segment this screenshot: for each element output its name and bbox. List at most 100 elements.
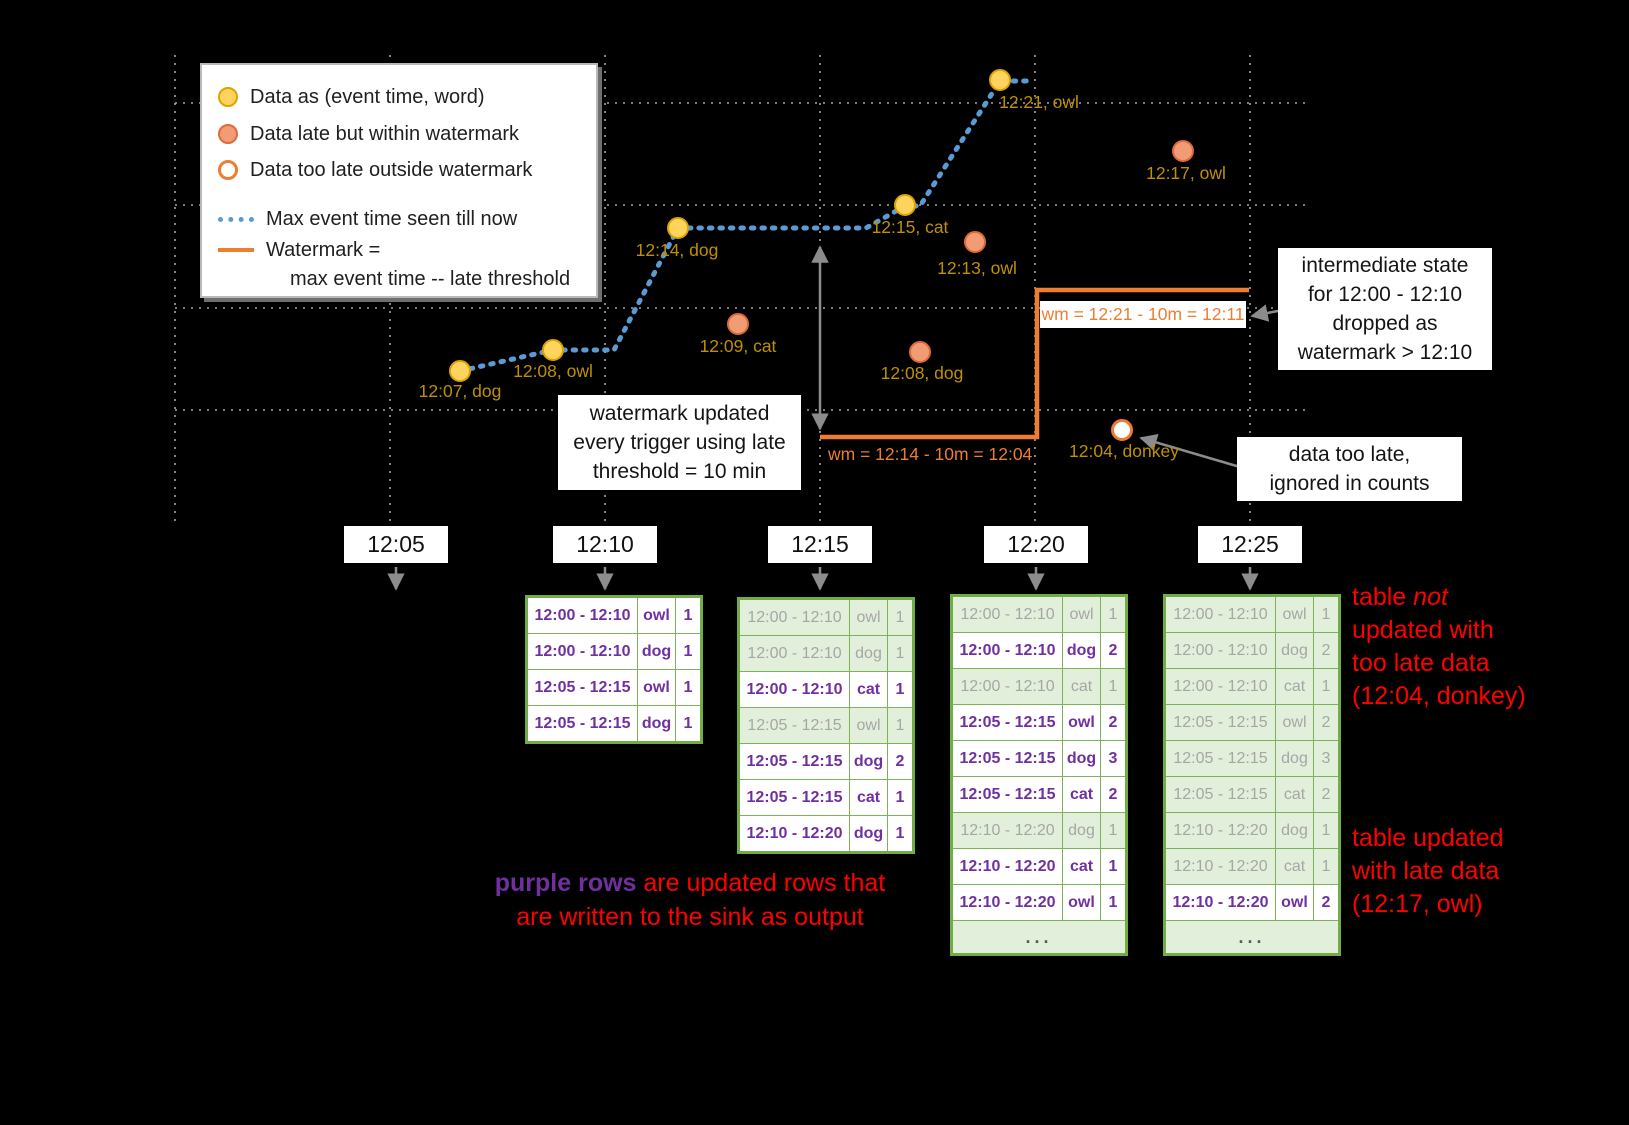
max-event-time-line-icon [218, 216, 254, 222]
cell-word: owl [850, 708, 888, 743]
result-table-more-row: ... [1166, 920, 1338, 953]
callout-line: ignored in counts [1269, 472, 1430, 495]
legend-item-max-event-time: Max event time seen till now [218, 206, 517, 232]
watermark-line-icon [218, 248, 254, 252]
cell-word: dog [1276, 813, 1314, 848]
callout-line: every trigger using late [573, 431, 786, 454]
cell-window: 12:00 - 12:10 [740, 636, 850, 671]
cell-window: 12:00 - 12:10 [1166, 597, 1276, 632]
legend-label: Data late but within watermark [250, 122, 520, 145]
cell-count: 1 [895, 716, 905, 734]
cell-window: 12:00 - 12:10 [953, 597, 1063, 632]
cell-window: 12:05 - 12:15 [740, 744, 850, 779]
dropped-state-callout: intermediate state for 12:00 - 12:10 dro… [1278, 248, 1492, 370]
legend-item-late: Data late but within watermark [218, 121, 519, 147]
time-axis-label-12-05: 12:05 [344, 526, 448, 563]
cell-count: 1 [683, 678, 693, 696]
result-table-more-row: ... [953, 920, 1125, 953]
cell-word: cat [1063, 669, 1101, 704]
cell-count: 2 [1321, 713, 1331, 731]
data-point-label: 12:21, owl [999, 92, 1079, 112]
data-point-late [1172, 140, 1194, 162]
cell-window: 12:10 - 12:20 [953, 849, 1063, 884]
cell-count: 2 [1321, 641, 1331, 659]
data-point-label: 12:04, donkey [1069, 441, 1179, 461]
data-point-ontime [667, 217, 689, 239]
cell-count: 1 [895, 788, 905, 806]
cell-window: 12:10 - 12:20 [1166, 849, 1276, 884]
note-line: updated with [1352, 616, 1494, 644]
cell-count: 1 [895, 824, 905, 842]
data-point-toolate [1111, 419, 1133, 441]
cell-count: 3 [1108, 749, 1118, 767]
cell-count: 1 [1108, 605, 1118, 623]
time-axis-label-12-25: 12:25 [1198, 526, 1302, 563]
cell-word: cat [850, 780, 888, 815]
cell-word: owl [1063, 597, 1101, 632]
watermark-value-label-1204: wm = 12:14 - 10m = 12:04 [828, 444, 1033, 464]
data-point-label: 12:14, dog [635, 240, 719, 260]
data-point-label: 12:17, owl [1146, 163, 1226, 183]
cell-word: cat [1276, 777, 1314, 812]
cell-window: 12:05 - 12:15 [953, 705, 1063, 740]
legend-item-watermark: Watermark = [218, 237, 380, 263]
time-axis-label-12-10: 12:10 [553, 526, 657, 563]
callout-line: threshold = 10 min [592, 460, 767, 483]
legend-label: Data too late outside watermark [250, 158, 533, 181]
cell-word: dog [1063, 741, 1101, 776]
cell-count: 1 [895, 608, 905, 626]
cell-window: 12:10 - 12:20 [1166, 885, 1276, 920]
cell-word: owl [638, 598, 676, 633]
cell-window: 12:05 - 12:15 [1166, 705, 1276, 740]
table-updated-late-note: table updated with late data (12:17, owl… [1352, 822, 1504, 921]
cell-window: 12:10 - 12:20 [953, 885, 1063, 920]
cell-word: cat [1063, 849, 1101, 884]
cell-count: 1 [1108, 677, 1118, 695]
cell-word: cat [850, 672, 888, 707]
cell-window: 12:05 - 12:15 [1166, 741, 1276, 776]
cell-word: owl [1063, 705, 1101, 740]
data-point-ontime [989, 69, 1011, 91]
cell-count: 1 [1321, 821, 1331, 839]
cell-count: 3 [1321, 749, 1331, 767]
purple-rows-highlight: purple rows [494, 869, 637, 897]
note-line: with late data [1352, 857, 1500, 885]
cell-count: 2 [1321, 785, 1331, 803]
cell-word: cat [1276, 669, 1314, 704]
data-point-ontime [894, 194, 916, 216]
legend-label: Watermark = [266, 238, 381, 261]
cell-word: owl [1276, 885, 1314, 920]
legend-item-watermark-formula: max event time -- late threshold [290, 266, 570, 292]
data-point-ontime [449, 360, 471, 382]
note-line: table not [1352, 583, 1448, 611]
callout-line: intermediate state [1301, 254, 1469, 277]
dropped-state-callout-arrow [1250, 304, 1284, 322]
cell-window: 12:05 - 12:15 [740, 780, 850, 815]
cell-window: 12:00 - 12:10 [953, 633, 1063, 668]
cell-count: 1 [895, 680, 905, 698]
too-late-point-icon [218, 160, 238, 180]
cell-word: dog [1276, 741, 1314, 776]
time-axis-label-12-15: 12:15 [768, 526, 872, 563]
cell-count: 1 [683, 642, 693, 660]
cell-window: 12:05 - 12:15 [528, 706, 638, 741]
time-axis-label-12-20: 12:20 [984, 526, 1088, 563]
cell-window: 12:00 - 12:10 [953, 669, 1063, 704]
cell-count: 1 [1321, 857, 1331, 875]
cell-word: dog [638, 634, 676, 669]
legend-label: max event time -- late threshold [290, 267, 571, 290]
